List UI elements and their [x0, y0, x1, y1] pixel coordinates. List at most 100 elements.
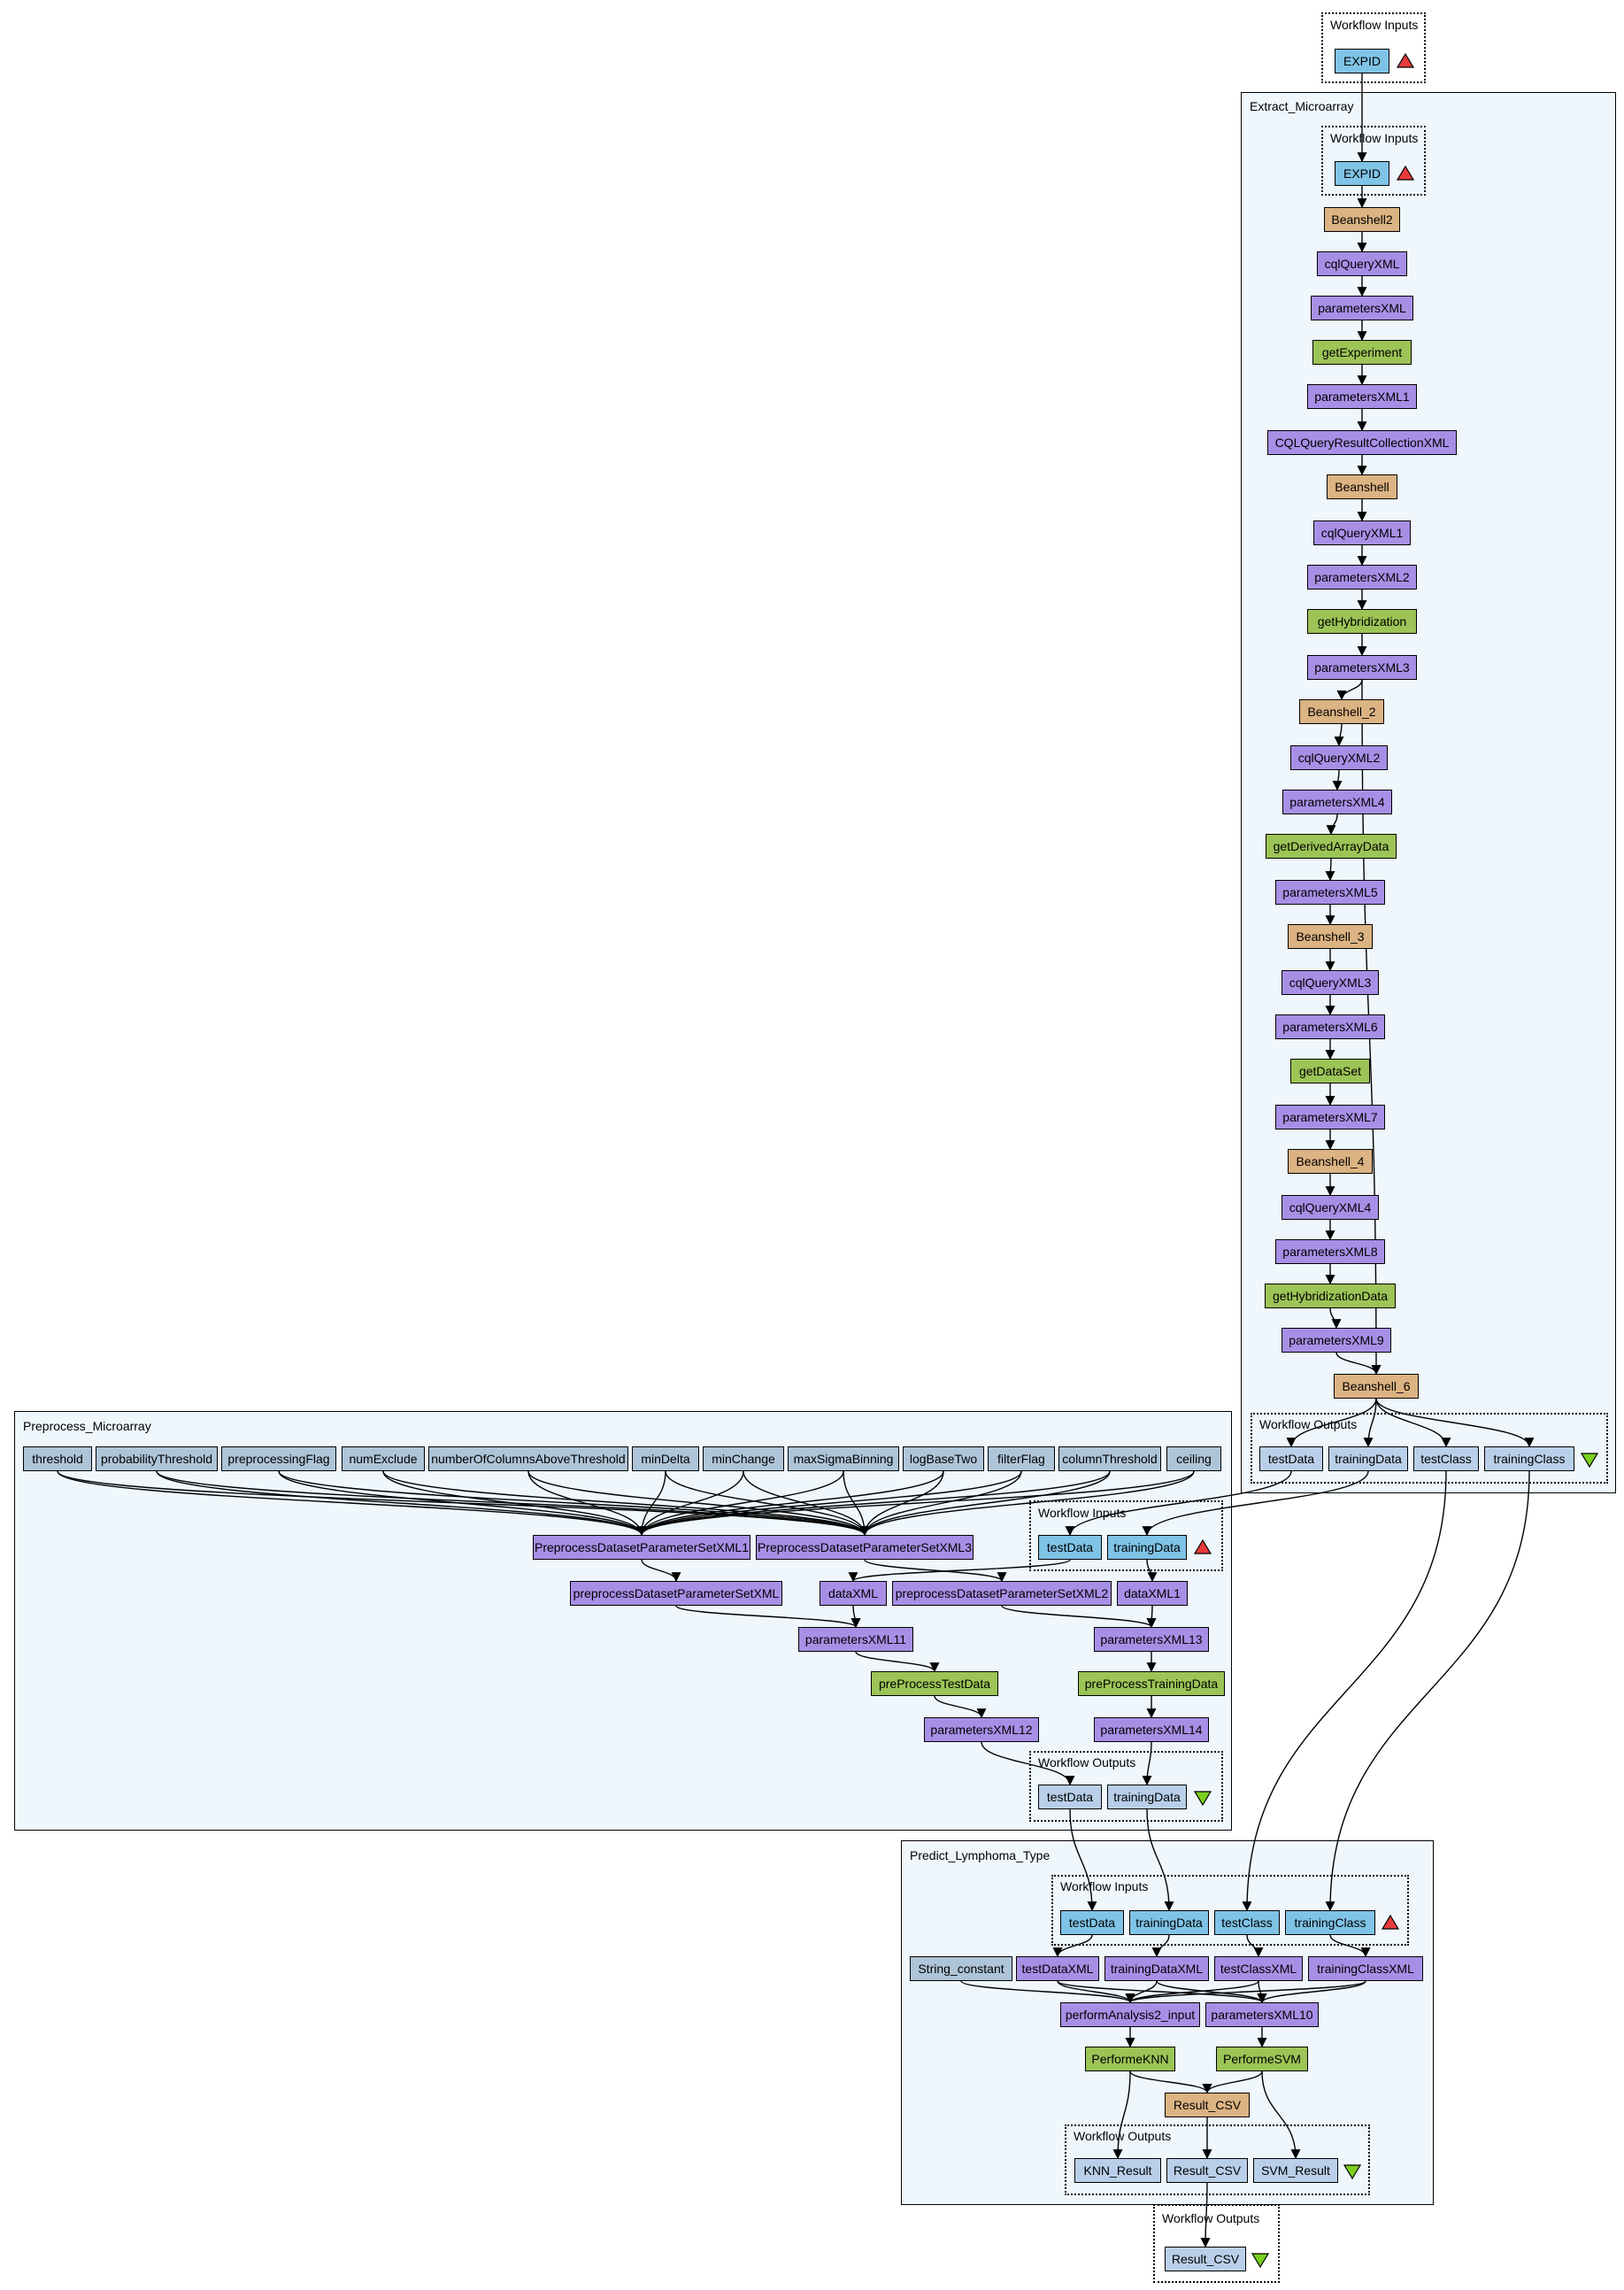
parametersxml1-node[interactable]: parametersXML1	[1307, 384, 1417, 409]
extract-output-testclass[interactable]: testClass	[1413, 1446, 1479, 1471]
edge-r-in-trainingClass-to-r-trainClassXML	[1329, 1934, 1371, 1958]
beanshell2-node[interactable]: Beanshell2	[1324, 207, 1400, 232]
param-minchange[interactable]: minChange	[703, 1446, 784, 1471]
getdataset-node[interactable]: getDataSet	[1290, 1059, 1370, 1083]
cluster-preprocess-microarray	[14, 1411, 1232, 1831]
preprocessdatasetparametersetxml3-node[interactable]: PreprocessDatasetParameterSetXML3	[756, 1535, 974, 1560]
extract-output-trainingdata[interactable]: trainingData	[1328, 1446, 1408, 1471]
parametersxml10-node[interactable]: parametersXML10	[1205, 2002, 1319, 2027]
preprocesstrainingdata-node[interactable]: preProcessTrainingData	[1078, 1671, 1225, 1696]
param-logbasetwo[interactable]: logBaseTwo	[903, 1446, 984, 1471]
gethybridization-node[interactable]: getHybridization	[1307, 609, 1417, 634]
edge-p-ppxml-to-p-pxml11	[675, 1605, 861, 1629]
gethybridizationdata-node[interactable]: getHybridizationData	[1265, 1284, 1396, 1308]
parametersxml2-node[interactable]: parametersXML2	[1307, 565, 1417, 590]
predict-output-result-csv[interactable]: Result_CSV	[1166, 2158, 1248, 2183]
beanshell-4-node[interactable]: Beanshell_4	[1288, 1149, 1373, 1174]
edge-e-cql2-to-e-pxml4	[1332, 769, 1343, 791]
param-columnthreshold[interactable]: columnThreshold	[1058, 1446, 1161, 1471]
parametersxml3-node[interactable]: parametersXML3	[1307, 655, 1417, 680]
performesvm-node[interactable]: PerformeSVM	[1216, 2047, 1308, 2071]
getexperiment-node[interactable]: getExperiment	[1312, 340, 1412, 365]
cqlqueryxml1-node[interactable]: cqlQueryXML1	[1313, 520, 1411, 545]
parametersxml14-node[interactable]: parametersXML14	[1094, 1717, 1209, 1742]
param-mindelta[interactable]: minDelta	[632, 1446, 699, 1471]
preprocess-input-testdata[interactable]: testData	[1038, 1535, 1102, 1560]
param-threshold[interactable]: threshold	[23, 1446, 92, 1471]
cqlqueryxml-node[interactable]: cqlQueryXML	[1317, 251, 1407, 276]
top-input-expid[interactable]: EXPID	[1335, 49, 1389, 73]
predict-output-knn-result[interactable]: KNN_Result	[1074, 2158, 1161, 2183]
preprocess-outputs-label: Workflow Outputs	[1038, 1755, 1136, 1770]
parametersxml-node[interactable]: parametersXML	[1311, 296, 1413, 320]
preprocessdatasetparametersetxml-node[interactable]: preprocessDatasetParameterSetXML	[570, 1581, 782, 1606]
parametersxml7-node[interactable]: parametersXML7	[1275, 1105, 1385, 1130]
param-preprocessingflag[interactable]: preprocessingFlag	[221, 1446, 336, 1471]
beanshell-3-node[interactable]: Beanshell_3	[1288, 924, 1373, 949]
edge-r-in-testData-to-r-testDataXML	[1052, 1934, 1093, 1958]
string-constant-node[interactable]: String_constant	[910, 1956, 1012, 1981]
predict-input-trainingdata[interactable]: trainingData	[1129, 1910, 1209, 1935]
edge-e-pxml4-to-e-getdad	[1326, 813, 1338, 836]
result-csv-node[interactable]: Result_CSV	[1165, 2093, 1250, 2117]
predict-input-testdata[interactable]: testData	[1060, 1910, 1124, 1935]
edge-r-testDataXML-to-r-pa2	[1057, 1980, 1135, 2004]
top-workflow-inputs-label: Workflow Inputs	[1330, 18, 1419, 32]
beanshell-node[interactable]: Beanshell	[1327, 474, 1397, 499]
cqlqueryxml4-node[interactable]: cqlQueryXML4	[1281, 1195, 1379, 1220]
cqlqueryxml2-node[interactable]: cqlQueryXML2	[1290, 745, 1388, 770]
cqlqueryxml3-node[interactable]: cqlQueryXML3	[1281, 970, 1379, 995]
cqlqueryresultcollectionxml-node[interactable]: CQLQueryResultCollectionXML	[1267, 430, 1457, 455]
dataxml1-node[interactable]: dataXML1	[1117, 1581, 1188, 1606]
param-probabilitythreshold[interactable]: probabilityThreshold	[96, 1446, 218, 1471]
edge-p-pptest-to-p-pxml12	[934, 1695, 987, 1719]
parametersxml11-node[interactable]: parametersXML11	[798, 1627, 913, 1652]
edge-e-beanshell_6-to-e-out-trainingClass	[1375, 1398, 1535, 1448]
preprocess-output-trainingdata[interactable]: trainingData	[1107, 1785, 1187, 1809]
parametersxml5-node[interactable]: parametersXML5	[1275, 880, 1385, 905]
predict-input-trainingclass[interactable]: trainingClass	[1285, 1910, 1375, 1935]
param-numberofcolumnsabovethreshold[interactable]: numberOfColumnsAboveThreshold	[428, 1446, 628, 1471]
performanalysis2-input-node[interactable]: performAnalysis2_input	[1060, 2002, 1200, 2027]
parametersxml8-node[interactable]: parametersXML8	[1275, 1239, 1385, 1264]
testclassxml-node[interactable]: testClassXML	[1214, 1956, 1303, 1981]
edge-p-out-testData-to-r-in-testData	[1069, 1808, 1097, 1912]
predict-output-svm-result[interactable]: SVM_Result	[1253, 2158, 1338, 2183]
param-maxsigmabinning[interactable]: maxSigmaBinning	[788, 1446, 899, 1471]
beanshell-6-node[interactable]: Beanshell_6	[1334, 1374, 1419, 1399]
predict-inputs-label: Workflow Inputs	[1060, 1879, 1149, 1893]
edge-p-ncat-to-p-ppxml1	[527, 1470, 647, 1537]
trainingclassxml-node[interactable]: trainingClassXML	[1308, 1956, 1423, 1981]
performeknn-node[interactable]: PerformeKNN	[1085, 2047, 1175, 2071]
preprocessdatasetparametersetxml1-node[interactable]: PreprocessDatasetParameterSetXML1	[533, 1535, 750, 1560]
dataxml-node[interactable]: dataXML	[820, 1581, 887, 1606]
parametersxml9-node[interactable]: parametersXML9	[1281, 1328, 1391, 1353]
parametersxml12-node[interactable]: parametersXML12	[924, 1717, 1039, 1742]
getderivedarraydata-node[interactable]: getDerivedArrayData	[1266, 834, 1397, 859]
preprocess-outputs-marker-icon	[1194, 1791, 1212, 1806]
testdataxml-node[interactable]: testDataXML	[1016, 1956, 1099, 1981]
parametersxml4-node[interactable]: parametersXML4	[1282, 790, 1392, 814]
extract-output-trainingclass[interactable]: trainingClass	[1484, 1446, 1574, 1471]
param-ceiling[interactable]: ceiling	[1166, 1446, 1221, 1471]
extract-input-expid[interactable]: EXPID	[1335, 161, 1389, 186]
edge-e-beanshell_6-to-e-out-testClass	[1375, 1398, 1451, 1448]
edge-e-out-trainingClass-to-r-in-trainingClass	[1325, 1470, 1530, 1912]
edge-p-minchange-to-p-ppxml1	[636, 1470, 744, 1537]
trainingdataxml-node[interactable]: trainingDataXML	[1104, 1956, 1209, 1981]
param-numexclude[interactable]: numExclude	[342, 1446, 425, 1471]
preprocess-output-testdata[interactable]: testData	[1038, 1785, 1102, 1809]
preprocessdatasetparametersetxml2-node[interactable]: preprocessDatasetParameterSetXML2	[892, 1581, 1112, 1606]
preprocess-input-trainingdata[interactable]: trainingData	[1107, 1535, 1187, 1560]
parametersxml6-node[interactable]: parametersXML6	[1275, 1014, 1385, 1039]
beanshell-2-node[interactable]: Beanshell_2	[1299, 699, 1384, 724]
predict-input-testclass[interactable]: testClass	[1214, 1910, 1280, 1935]
extract-inputs-marker-icon	[1397, 166, 1414, 181]
parametersxml13-node[interactable]: parametersXML13	[1094, 1627, 1209, 1652]
predict-outputs-group	[1065, 2124, 1370, 2195]
extract-output-testdata[interactable]: testData	[1259, 1446, 1323, 1471]
param-filterflag[interactable]: filterFlag	[988, 1446, 1055, 1471]
preprocesstestdata-node[interactable]: preProcessTestData	[871, 1671, 998, 1696]
bottom-output-result-csv[interactable]: Result_CSV	[1165, 2247, 1246, 2271]
edge-r-trainClassXML-to-r-pa2	[1125, 1980, 1366, 2004]
